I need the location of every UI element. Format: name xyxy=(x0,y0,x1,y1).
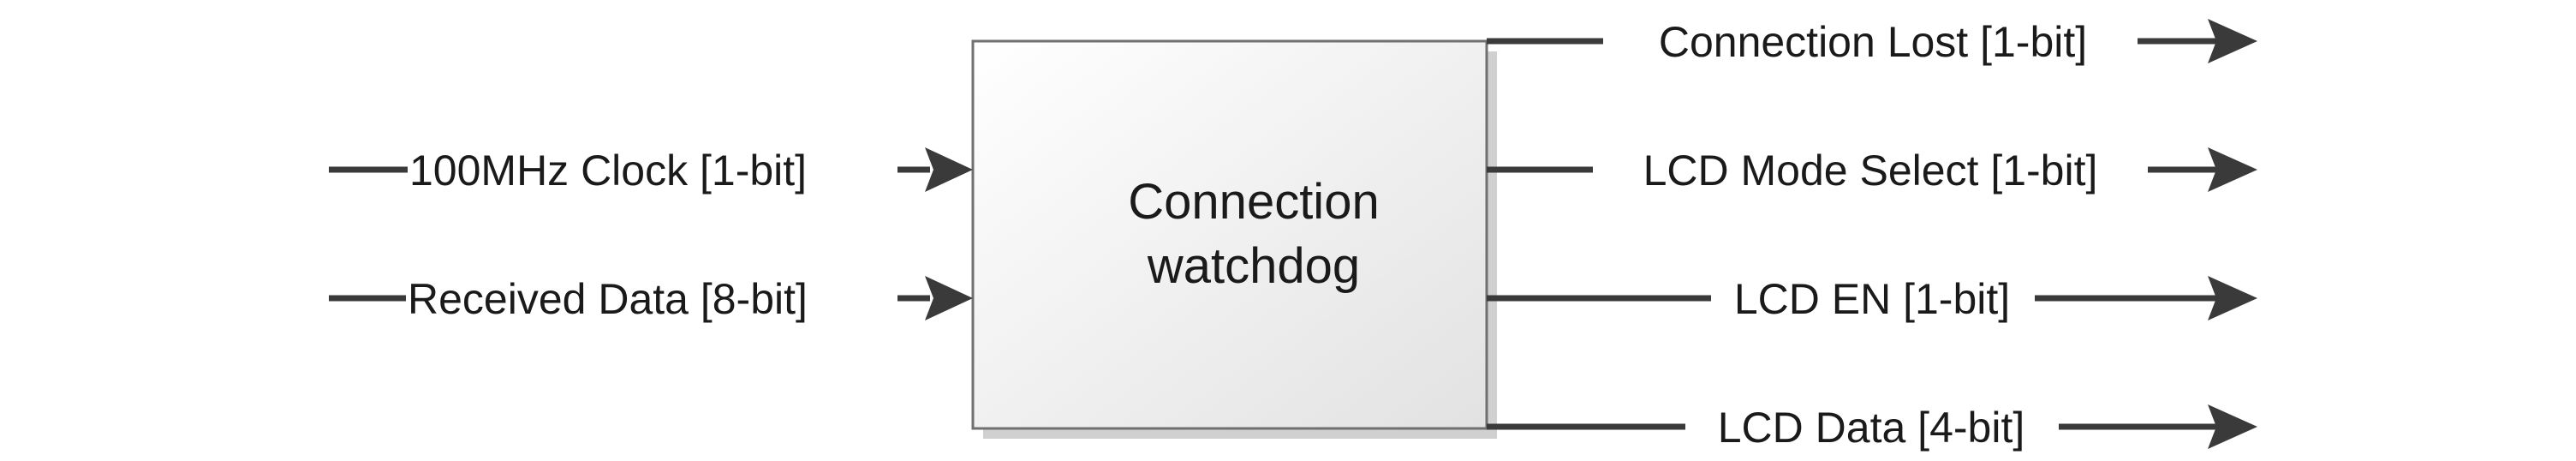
block-title-line1: Connection xyxy=(1128,174,1379,230)
input-clock-signal: 100MHz Clock [1-bit] xyxy=(329,147,973,195)
output-lcd-mode-select-arrowhead xyxy=(2208,147,2257,192)
output-lcd-en-label: LCD EN [1-bit] xyxy=(1734,275,2010,323)
output-lcd-data-label: LCD Data [4-bit] xyxy=(1718,404,2024,452)
output-connection-lost-signal: Connection Lost [1-bit] xyxy=(1487,18,2257,66)
input-clock-label: 100MHz Clock [1-bit] xyxy=(409,147,807,195)
input-data-arrowhead xyxy=(925,276,973,320)
output-lcd-data-arrowhead xyxy=(2208,404,2257,449)
input-data-label: Received Data [8-bit] xyxy=(408,275,808,323)
output-lcd-mode-select-label: LCD Mode Select [1-bit] xyxy=(1643,147,2098,195)
output-lcd-en-arrowhead xyxy=(2208,276,2257,320)
output-lcd-en-signal: LCD EN [1-bit] xyxy=(1487,275,2257,323)
input-clock-arrowhead xyxy=(925,147,973,192)
block-title-line2: watchdog xyxy=(1147,238,1360,294)
output-connection-lost-arrowhead xyxy=(2208,19,2257,63)
watchdog-block xyxy=(971,39,1488,430)
input-data-signal: Received Data [8-bit] xyxy=(329,275,973,323)
output-lcd-mode-select-signal: LCD Mode Select [1-bit] xyxy=(1487,147,2257,195)
output-connection-lost-label: Connection Lost [1-bit] xyxy=(1659,18,2087,66)
output-lcd-data-signal: LCD Data [4-bit] xyxy=(1487,404,2257,452)
